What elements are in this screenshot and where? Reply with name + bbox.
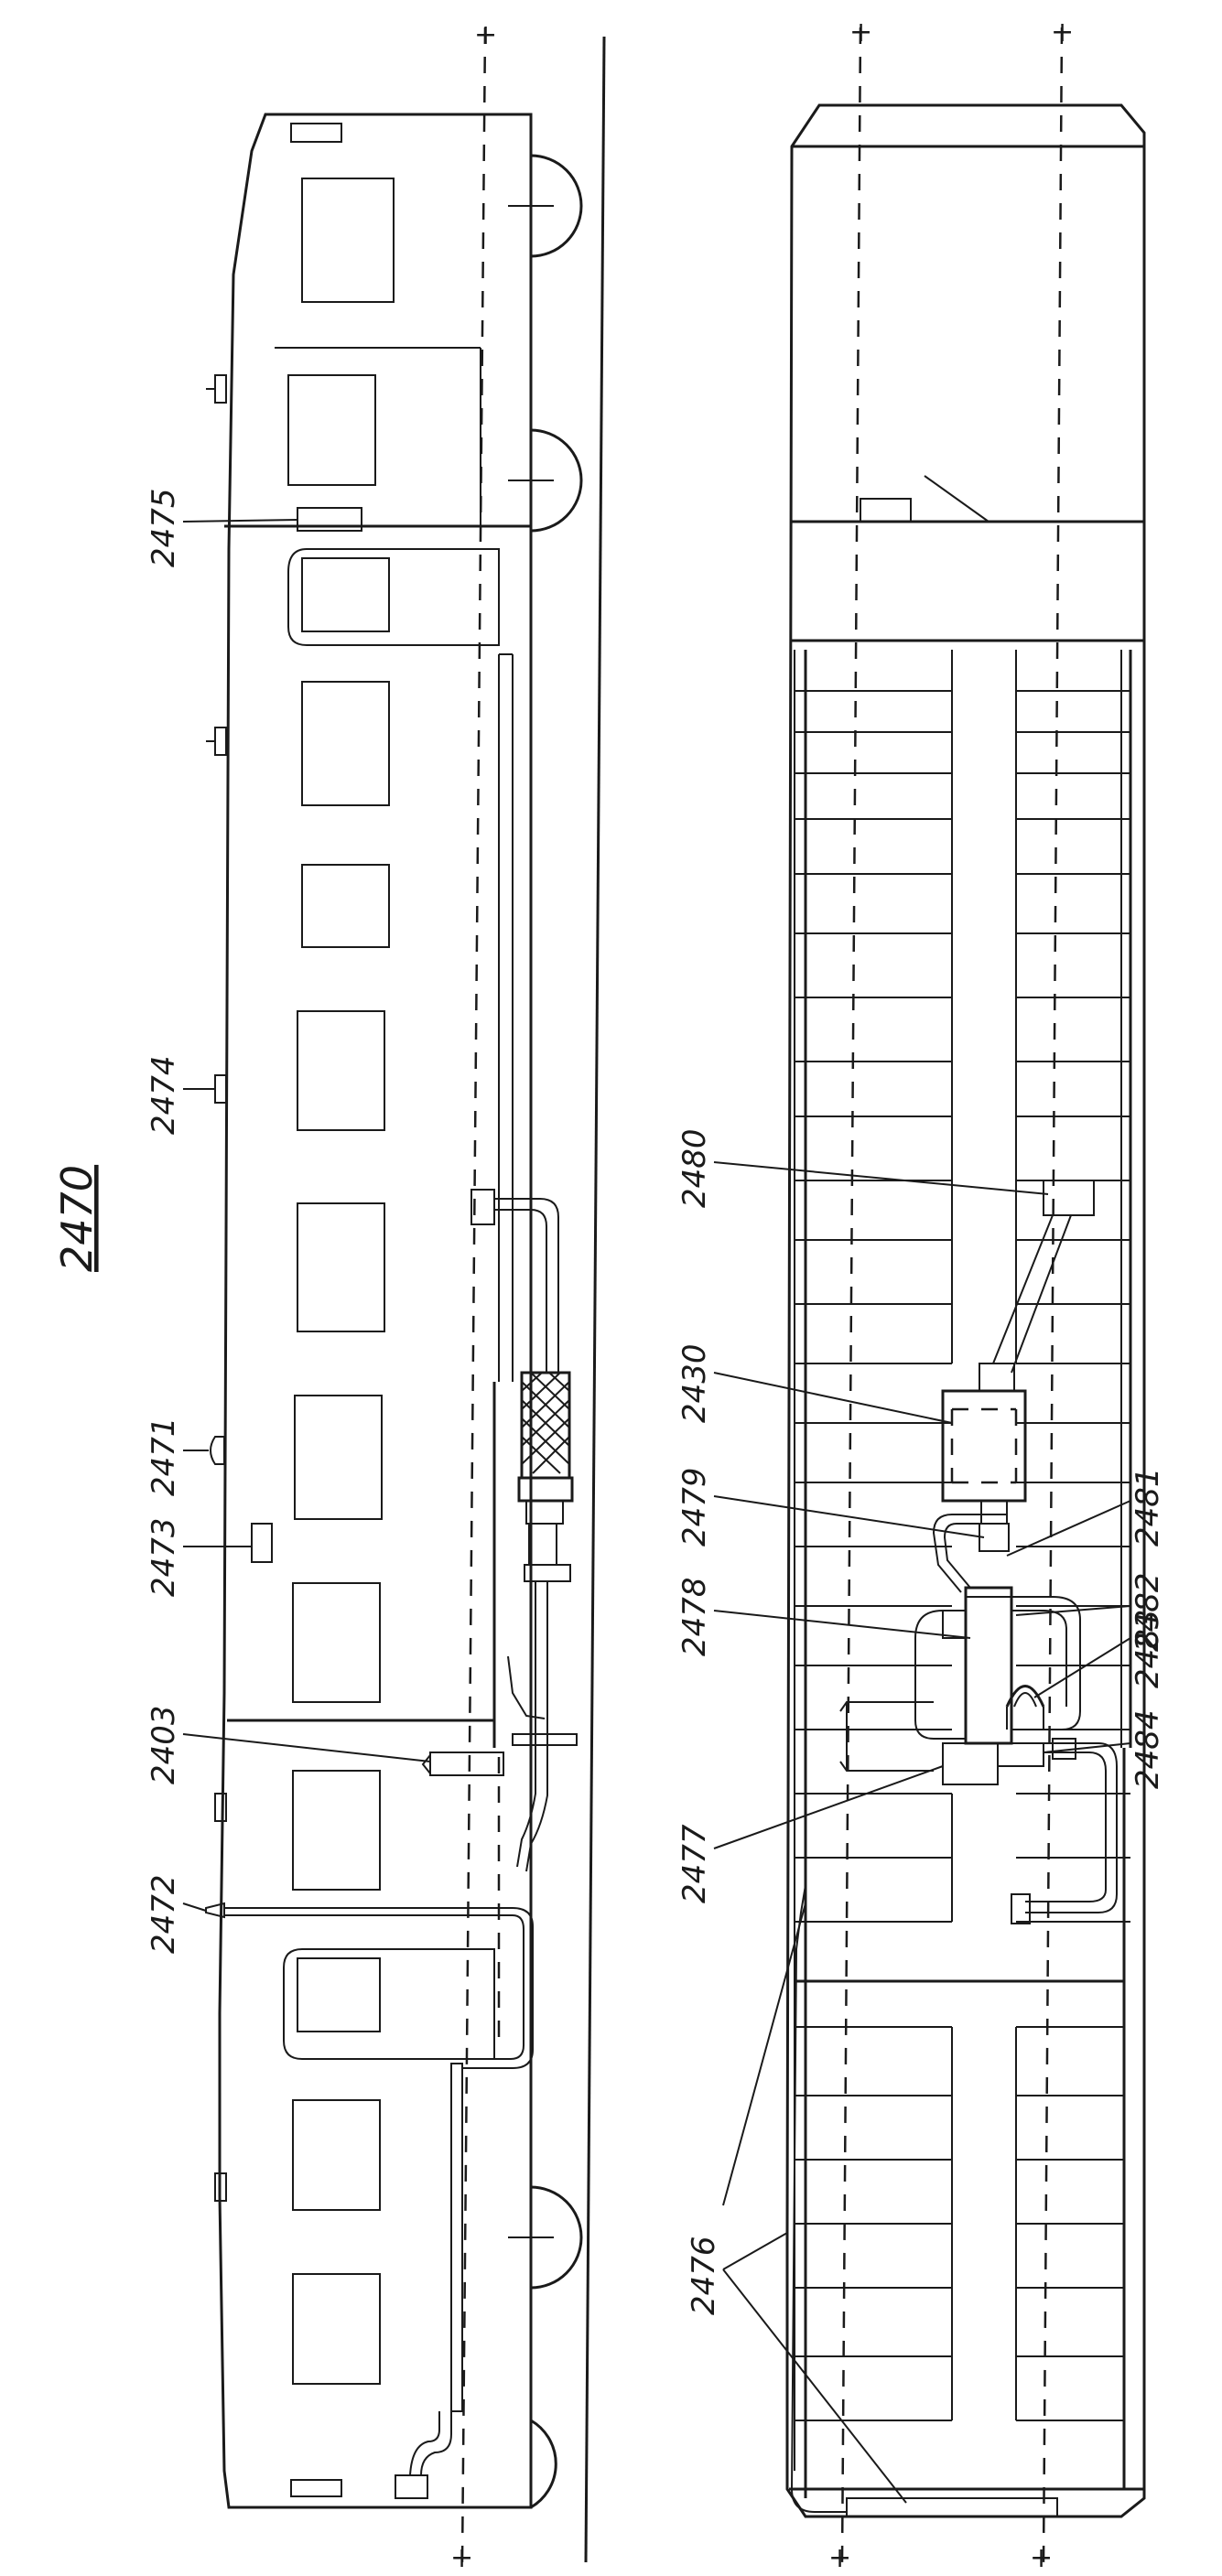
svg-text:+: + xyxy=(1030,2542,1053,2574)
device-2476 xyxy=(846,2497,1058,2517)
label-2479: 2479 xyxy=(676,1467,713,1547)
side-body-outline xyxy=(218,113,533,2509)
device-2477 xyxy=(942,1742,999,1785)
wheel xyxy=(530,154,583,258)
wheel xyxy=(530,428,583,533)
label-2477: 2477 xyxy=(676,1824,713,1903)
device-2480 xyxy=(1043,1180,1095,1216)
wheel xyxy=(530,2419,557,2509)
roof-device xyxy=(206,727,227,756)
label-2478: 2478 xyxy=(676,1577,713,1656)
label-2475: 2475 xyxy=(146,488,182,567)
svg-text:+: + xyxy=(828,2542,851,2574)
label-2480: 2480 xyxy=(676,1128,713,1208)
roof-device-2471 xyxy=(210,1436,225,1465)
device-2403 xyxy=(421,1751,504,1776)
label-2482: 2482 xyxy=(1130,1572,1166,1652)
reference-labels: 2475 2474 2471 2473 2403 2472 2480 2430 … xyxy=(146,488,1166,2315)
device-2473 xyxy=(251,1523,273,1563)
svg-text:+: + xyxy=(474,19,497,51)
roof-device-2475 xyxy=(206,374,227,404)
rail-line xyxy=(584,36,606,2563)
label-2403: 2403 xyxy=(146,1705,182,1784)
label-2472: 2472 xyxy=(146,1874,182,1954)
label-2481: 2481 xyxy=(1130,1467,1166,1547)
plan-body-outline xyxy=(785,103,1146,2518)
device-2483 xyxy=(1005,1685,1045,1708)
svg-text:+: + xyxy=(1051,16,1074,49)
wheel xyxy=(530,2185,583,2290)
label-2473: 2473 xyxy=(146,1517,182,1597)
svg-text:+: + xyxy=(450,2542,473,2574)
label-2430: 2430 xyxy=(676,1343,713,1423)
side-view-car: + + xyxy=(205,19,606,2574)
device-2475 xyxy=(297,507,362,532)
label-2476: 2476 xyxy=(686,2236,722,2315)
unit-2430 xyxy=(941,1389,1027,1503)
svg-text:+: + xyxy=(849,16,872,49)
leader-lines xyxy=(182,519,1131,2504)
label-2474: 2474 xyxy=(146,1055,182,1135)
label-2471: 2471 xyxy=(146,1417,182,1496)
svg-text:2470: 2470 xyxy=(52,1165,102,1272)
label-2483: 2483 xyxy=(1130,1609,1166,1688)
figure-number: 2470 xyxy=(52,1165,102,1272)
axle-center-line xyxy=(460,27,487,2563)
device-2478 xyxy=(964,1586,1013,1745)
plan-view-car: + + + + xyxy=(785,16,1146,2574)
filter-element xyxy=(520,1371,571,1480)
label-2484: 2484 xyxy=(1130,1709,1166,1789)
